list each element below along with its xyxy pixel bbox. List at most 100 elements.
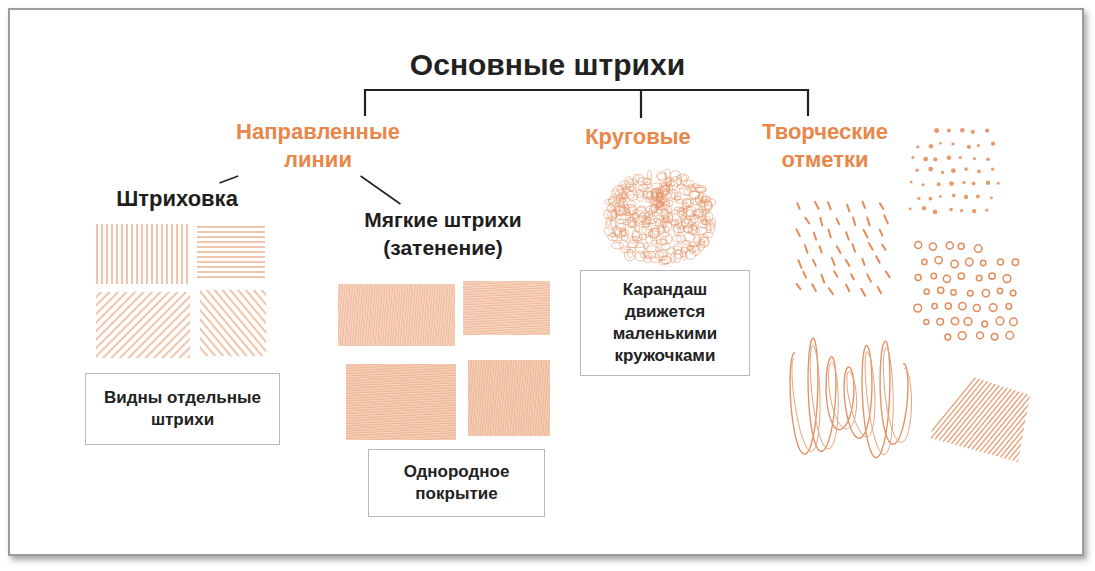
- scribble-loop: [673, 244, 683, 251]
- ring-mark: [958, 273, 964, 279]
- hatch-stroke: [950, 360, 1040, 470]
- scribble-loop: [609, 198, 616, 203]
- ring-mark: [924, 289, 929, 294]
- hatch-stroke: [1035, 360, 1095, 470]
- category-heading: Творческие отметки: [740, 118, 910, 174]
- dash-mark: [797, 203, 799, 209]
- node-text: Направленные линии: [218, 118, 418, 174]
- node-text: Круговые: [568, 123, 708, 151]
- dash-mark: [876, 256, 880, 263]
- hatch-stroke: [960, 360, 1050, 470]
- scribble-loop: [636, 207, 647, 217]
- text-group: Видны отдельные штрихи: [98, 387, 267, 431]
- ring-mark: [959, 302, 966, 309]
- scribble-loop: [636, 190, 643, 198]
- hatch-stroke: [1005, 360, 1095, 470]
- scribble-loop: [604, 210, 611, 219]
- hatch-mark: [900, 360, 1095, 470]
- scribble-loop: [661, 218, 666, 228]
- scribble-loop: [683, 180, 695, 187]
- scribble-loop: [619, 198, 624, 208]
- dash-mark: [828, 202, 831, 209]
- ring-mark: [937, 319, 944, 326]
- node-text: Карандаш движется маленькими кружочками: [593, 279, 737, 367]
- connector-line: [220, 176, 239, 183]
- dot-mark: [929, 197, 933, 201]
- ring-mark: [951, 260, 958, 267]
- ring-mark: [982, 321, 988, 327]
- scribble-loop: [635, 174, 643, 182]
- shading-swatches: [338, 281, 550, 440]
- dot-mark: [929, 144, 934, 149]
- dot-mark: [917, 197, 920, 200]
- dot-mark: [923, 157, 928, 162]
- scribble-loop: [694, 188, 706, 193]
- dash-mark: [805, 218, 809, 224]
- dash-mark: [867, 218, 869, 226]
- scribble-loop: [651, 218, 661, 225]
- hatch-stroke: [980, 360, 1070, 470]
- hatch-stroke: [955, 360, 1045, 470]
- ring-mark: [924, 320, 929, 325]
- hatch-stroke: [940, 360, 1030, 470]
- dash-mark: [846, 285, 849, 292]
- ring-mark: [966, 258, 974, 266]
- hatch-stroke: [915, 360, 1005, 470]
- subcategory-heading: Штриховка: [92, 185, 262, 213]
- dot-mark: [949, 181, 954, 186]
- scribble-loop: [702, 201, 712, 211]
- dash-mark: [862, 259, 864, 265]
- dot-mark: [928, 167, 933, 172]
- dot-mark: [985, 209, 988, 212]
- hatch-stroke: [970, 360, 1060, 470]
- dash-mark: [837, 219, 840, 224]
- scribble-loop: [692, 245, 700, 256]
- ring-mark: [976, 275, 982, 281]
- scribble-loop: [632, 231, 642, 241]
- hatch-stroke: [1015, 360, 1095, 470]
- ring-mark: [931, 273, 937, 279]
- dot-mark: [972, 209, 976, 213]
- scribble-loop: [622, 187, 627, 197]
- text-group: Штриховка: [92, 185, 262, 213]
- ring-mark: [915, 274, 921, 280]
- ring-mark: [997, 288, 1002, 293]
- note-box: Карандаш движется маленькими кружочками: [580, 270, 750, 376]
- dash-mark: [884, 216, 888, 224]
- ring-mark: [1012, 259, 1018, 265]
- circular-scribble: [604, 169, 716, 265]
- dash-mark: [886, 271, 890, 277]
- dot-mark: [973, 157, 976, 160]
- scribble-loop: [629, 187, 636, 192]
- scribble-loop: [680, 251, 686, 257]
- ring-mark: [996, 317, 1004, 325]
- dot-mark: [962, 181, 965, 184]
- hatch-stroke: [1030, 360, 1095, 470]
- dash-mark: [861, 289, 865, 296]
- hatch-stroke: [975, 360, 1065, 470]
- scribble-loop: [644, 243, 649, 250]
- scribble-loop: [711, 218, 716, 225]
- scribble-loop: [635, 251, 645, 261]
- scribble-loop: [626, 192, 635, 199]
- hatch-stroke: [900, 360, 990, 470]
- dash-mark: [820, 246, 822, 252]
- hatch-stroke: [1040, 360, 1095, 470]
- dot-mark: [986, 181, 990, 185]
- dot-mark: [964, 195, 968, 199]
- scribble-loop: [702, 220, 711, 225]
- scribble-loop: [608, 233, 618, 241]
- ring-mark: [932, 303, 937, 308]
- dash-mark: [829, 288, 833, 294]
- dash-mark: [814, 233, 816, 240]
- text-group: Творческие отметки: [740, 118, 910, 174]
- scribble-loop: [628, 222, 636, 228]
- scribble-loop: [644, 178, 651, 185]
- ring-mark: [915, 242, 922, 249]
- scribble-loop: [686, 206, 696, 216]
- scribble-loop: [678, 185, 686, 189]
- hatch-stroke: [965, 360, 1055, 470]
- ring-mark: [991, 334, 997, 340]
- dash-mark: [805, 245, 808, 253]
- dash-mark: [882, 245, 885, 250]
